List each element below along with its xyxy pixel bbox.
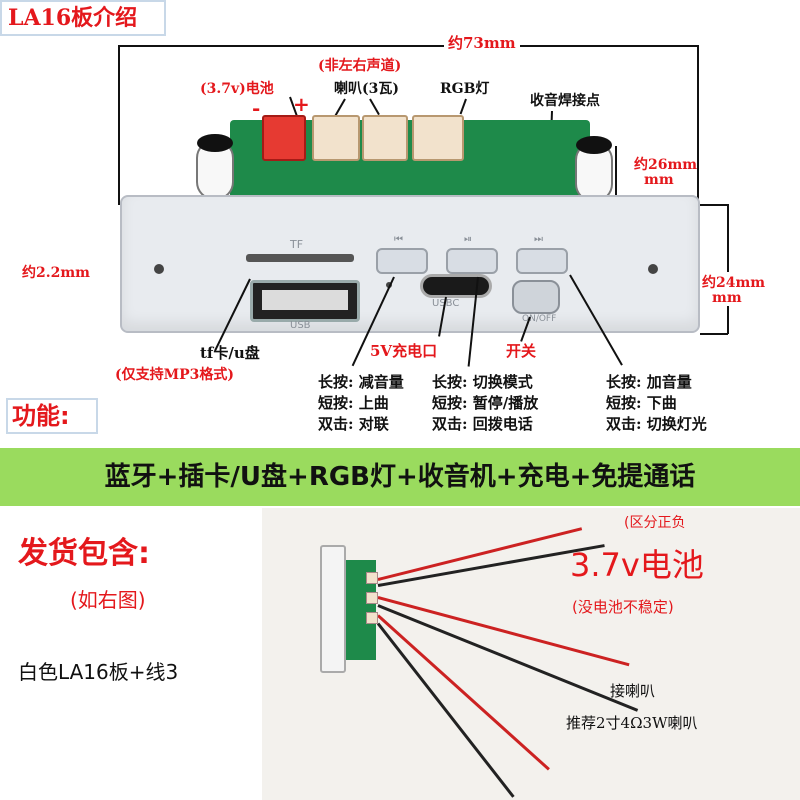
function-item: 短按: 下曲 bbox=[606, 394, 677, 412]
pointer-line bbox=[459, 98, 467, 115]
function-item: 短按: 上曲 bbox=[318, 394, 389, 412]
feature-banner: 蓝牙+插卡/U盘+RGB灯+收音机+充电+免提通话 bbox=[0, 448, 800, 506]
shipping-subtitle: (如右图) bbox=[70, 588, 146, 612]
function-col-2: 长按: 切换模式 短按: 暂停/播放 双击: 回拨电话 bbox=[432, 372, 538, 435]
usb-port-text: USB bbox=[290, 320, 311, 331]
height-label: 约24mm bbox=[702, 272, 766, 292]
battery-polarity-note: (区分正负 bbox=[624, 515, 686, 531]
usb-port-inner bbox=[262, 290, 348, 310]
minus-sign: - bbox=[252, 96, 261, 120]
speaker-channel-note: (非左右声道) bbox=[318, 58, 402, 74]
play-pause-button[interactable] bbox=[446, 248, 498, 274]
speaker-connector-left bbox=[312, 115, 360, 161]
charge-port-label: 5V充电口 bbox=[370, 342, 438, 360]
depth-label: 约26mm bbox=[634, 157, 698, 173]
speaker-recommend-note: 推荐2寸4Ω3W喇叭 bbox=[566, 714, 698, 732]
tf-usb-format-note: (仅支持MP3格式) bbox=[115, 367, 235, 383]
rgb-connector bbox=[412, 115, 464, 161]
function-item: 长按: 加音量 bbox=[606, 373, 692, 391]
battery-connector bbox=[262, 115, 306, 161]
height-dimension-line bbox=[700, 333, 728, 335]
function-item: 双击: 对联 bbox=[318, 415, 389, 433]
next-icon: ⏭ bbox=[534, 234, 543, 245]
width-dimension-line bbox=[697, 45, 699, 205]
battery-title: 3.7v电池 bbox=[570, 546, 704, 584]
prev-button[interactable] bbox=[376, 248, 428, 274]
function-item: 长按: 切换模式 bbox=[432, 373, 533, 391]
page-title: LA16板介绍 bbox=[0, 0, 166, 36]
pointer-line bbox=[369, 98, 380, 116]
prev-icon: ⏮ bbox=[394, 234, 403, 245]
function-item: 双击: 切换灯光 bbox=[606, 415, 707, 433]
rgb-label: RGB灯 bbox=[440, 81, 490, 97]
mounting-hole-right bbox=[648, 264, 658, 274]
width-dimension-line bbox=[118, 45, 698, 47]
next-button[interactable] bbox=[516, 248, 568, 274]
mini-front-panel bbox=[320, 545, 346, 673]
battery-stability-note: (没电池不稳定) bbox=[572, 598, 674, 616]
mini-connector bbox=[366, 592, 378, 604]
speaker-connect-note: 接喇叭 bbox=[610, 682, 656, 700]
function-item: 短按: 暂停/播放 bbox=[432, 394, 539, 412]
radio-solder-label: 收音焊接点 bbox=[530, 93, 600, 109]
width-label: 约73mm bbox=[444, 32, 520, 53]
mounting-hole-left bbox=[154, 264, 164, 274]
mounting-post-cap bbox=[576, 136, 612, 154]
plus-sign: + bbox=[293, 92, 310, 116]
speaker-label: 喇叭(3瓦) bbox=[334, 81, 399, 97]
battery-label: (3.7v)电池 bbox=[200, 81, 274, 97]
depth-label-unit: mm bbox=[644, 172, 674, 188]
function-col-1: 长按: 减音量 短按: 上曲 双击: 对联 bbox=[318, 372, 404, 435]
height-label-unit: mm bbox=[712, 290, 742, 306]
height-dimension-line bbox=[727, 204, 729, 334]
function-col-3: 长按: 加音量 短按: 下曲 双击: 切换灯光 bbox=[606, 372, 707, 435]
function-item: 双击: 回拨电话 bbox=[432, 415, 533, 433]
speaker-connector-right bbox=[362, 115, 408, 161]
tf-card-slot[interactable] bbox=[246, 254, 354, 262]
shipping-title: 发货包含: bbox=[18, 536, 150, 571]
power-switch[interactable] bbox=[512, 280, 560, 314]
play-pause-icon: ⏯ bbox=[464, 234, 472, 245]
mini-connector bbox=[366, 572, 378, 584]
shipping-item: 白色LA16板+线3 bbox=[18, 660, 179, 684]
functions-header: 功能: bbox=[6, 398, 98, 434]
hole-size-label: 约2.2mm bbox=[22, 265, 90, 281]
mounting-post-cap bbox=[197, 134, 233, 152]
depth-dimension-line bbox=[615, 146, 617, 198]
tf-usb-label: tf卡/u盘 bbox=[200, 344, 260, 362]
tf-slot-text: TF bbox=[290, 238, 304, 251]
mini-connector bbox=[366, 612, 378, 624]
usb-c-charge-port[interactable] bbox=[420, 274, 492, 298]
power-switch-text: ON/OFF bbox=[522, 314, 557, 324]
width-dimension-line bbox=[118, 45, 120, 205]
height-dimension-line bbox=[700, 204, 728, 206]
switch-label: 开关 bbox=[506, 342, 537, 360]
function-item: 长按: 减音量 bbox=[318, 373, 404, 391]
